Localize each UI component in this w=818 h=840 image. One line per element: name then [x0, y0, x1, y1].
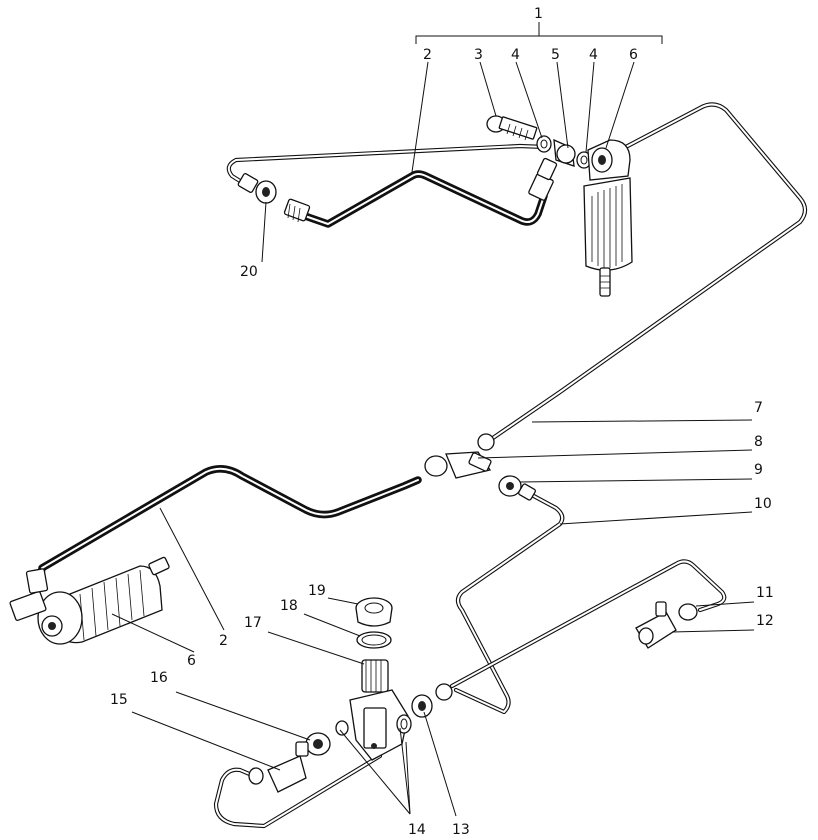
fitting-9: [498, 475, 536, 501]
pump-housing: [349, 689, 409, 761]
callout-18: 18: [280, 598, 298, 614]
callout-6a: 6: [629, 47, 638, 63]
callout-20: 20: [240, 264, 258, 280]
hose-fitting-top: [528, 157, 558, 201]
banjo-bolt-3: [486, 115, 538, 141]
fuel-pipe-top: [226, 143, 548, 189]
fuel-pipe-7: [487, 102, 808, 443]
washers-14: [396, 714, 412, 734]
callout-19: 19: [308, 583, 326, 599]
callout-2b: 2: [219, 633, 228, 649]
nut-11: [678, 603, 698, 621]
cap-19: [355, 597, 393, 627]
callout-4a: 4: [511, 47, 520, 63]
callout-16: 16: [150, 670, 168, 686]
callout-5: 5: [551, 47, 560, 63]
callout-9: 9: [754, 462, 763, 478]
fitting-20: [237, 173, 311, 223]
callout-10: 10: [754, 496, 772, 512]
callout-15: 15: [110, 692, 128, 708]
fuel-filter-6-bottom: [9, 556, 170, 645]
fuel-hose-2-bottom: [36, 465, 422, 584]
fuel-pipe-11: [449, 559, 727, 689]
callout-7: 7: [754, 400, 763, 416]
filter-element-17: [361, 659, 389, 693]
fuel-filter-6-top: [583, 139, 633, 297]
tee-fitting-8: [424, 433, 495, 479]
callout-3: 3: [474, 47, 483, 63]
callout-13: 13: [452, 822, 470, 838]
callout-labels: 1 2 3 4 5 4 6 20 7 8 9 10 11 12 19 18 17…: [110, 6, 774, 838]
callout-6b: 6: [187, 653, 196, 669]
washer-4-left: [536, 135, 552, 153]
fitting-16: [305, 720, 349, 756]
banjo-fitting-5: [553, 138, 576, 167]
ring-18: [356, 631, 392, 649]
fuel-hose-2-top: [301, 170, 548, 228]
callout-1: 1: [534, 6, 543, 22]
fuel-pipe-bottom: [213, 753, 383, 829]
callout-14: 14: [408, 822, 426, 838]
tee-fitting-12: [635, 601, 677, 649]
callout-8: 8: [754, 434, 763, 450]
callout-2: 2: [423, 47, 432, 63]
fuel-pipe-10: [453, 491, 565, 715]
tee-fitting-15: [248, 741, 309, 793]
callout-11: 11: [756, 585, 774, 601]
callout-17: 17: [244, 615, 262, 631]
banjo-13: [411, 683, 453, 718]
callout-4b: 4: [589, 47, 598, 63]
leader-lines: [111, 22, 755, 817]
callout-12: 12: [756, 613, 774, 629]
